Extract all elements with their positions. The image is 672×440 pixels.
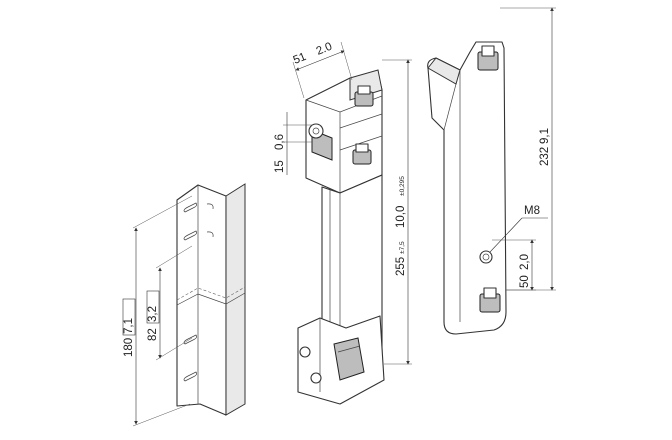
slot-offset-dimension: 15 0,6 [274, 112, 312, 175]
left-spacing-dimension: 82 3,2 [146, 245, 193, 361]
width-top-dimension: 51 2.0 [292, 41, 353, 99]
left-height-value: 180 [123, 338, 135, 357]
height-right-value: 232 [539, 147, 551, 166]
width-top-alt: 2.0 [315, 41, 334, 58]
center-bracket-part [297, 69, 385, 405]
total-length-tol: ±7,5 [399, 241, 406, 254]
bolt-icon [477, 45, 501, 313]
slot-icon [183, 202, 197, 382]
total-length-alt: 10,0 [395, 206, 407, 228]
threaded-hole-icon [479, 250, 493, 264]
width-top-value: 51 [292, 51, 308, 67]
thread-label: M8 [524, 205, 540, 217]
left-height-dimension: 180 7,1 [122, 195, 193, 427]
slot-offset-alt: 0,6 [274, 134, 286, 150]
left-spacing-alt: 3,2 [147, 306, 159, 322]
height-right-dimension: 232 9,1 [500, 7, 556, 291]
total-length-alt-tol: ±0,295 [399, 176, 406, 196]
bolt-icon [352, 85, 374, 165]
slot-offset-value: 15 [274, 160, 286, 173]
hole-offset-alt: 2,0 [519, 254, 531, 270]
angle-bracket-part [176, 183, 246, 416]
hole-offset-value: 50 [519, 275, 531, 288]
height-right-alt: 9,1 [539, 128, 551, 144]
left-height-alt: 7,1 [123, 318, 135, 334]
thread-callout: M8 [489, 205, 548, 253]
total-length-dimension: 255 ±7,5 10,0 ±0,295 [382, 59, 412, 365]
washer-icon [299, 123, 324, 384]
left-spacing-value: 82 [147, 328, 159, 341]
total-length-value: 255 [395, 257, 407, 276]
right-bracket-part [427, 41, 507, 335]
